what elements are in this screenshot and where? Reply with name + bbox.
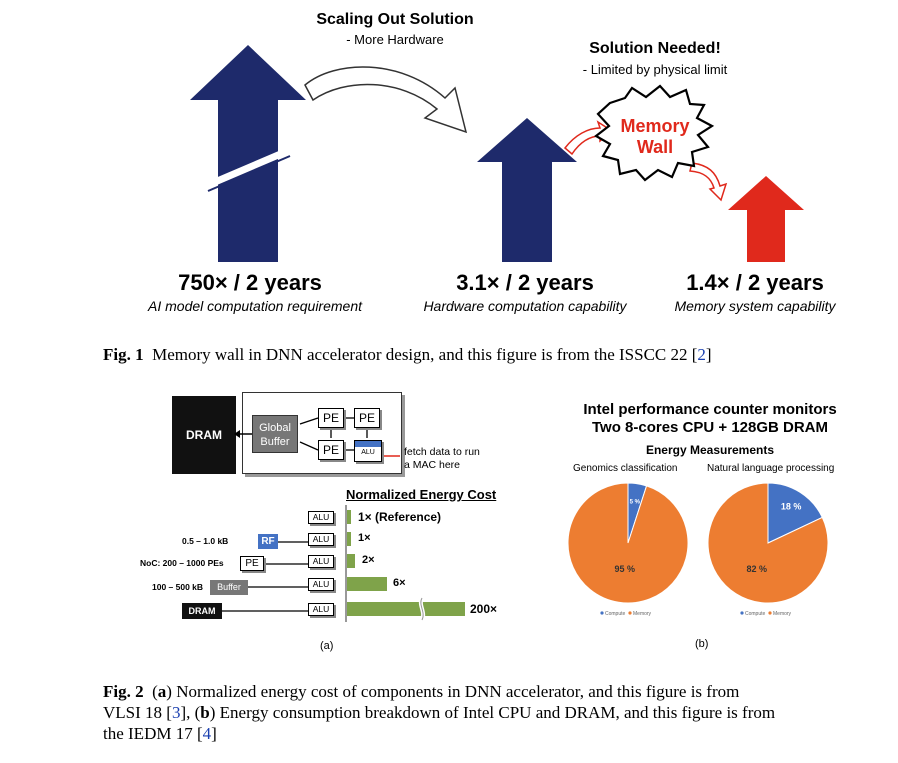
alu-box-3: ALU bbox=[308, 555, 334, 568]
memory-rate-caption: Memory system capability bbox=[674, 298, 836, 314]
reference-link-2[interactable]: 2 bbox=[697, 345, 706, 364]
memory-capability-arrow bbox=[728, 176, 804, 262]
figure-1-caption: Fig. 1 Memory wall in DNN accelerator de… bbox=[103, 345, 712, 364]
dram-block: DRAM bbox=[172, 396, 236, 474]
pie-1-legend-marker-memory bbox=[628, 611, 632, 615]
pie-1-label-compute: 5 % bbox=[630, 499, 641, 505]
chart-subtitle: Energy Measurements bbox=[645, 443, 775, 457]
alu-box-5: ALU bbox=[308, 603, 334, 616]
scaling-curved-arrow bbox=[304, 66, 468, 134]
pie-2-legend-marker-memory bbox=[768, 611, 772, 615]
pe-block-2: PE bbox=[354, 408, 380, 428]
alu-box-2: ALU bbox=[308, 533, 334, 546]
figure-2a: DRAM Global Buffer bbox=[140, 390, 530, 660]
pe-rf-strip bbox=[355, 441, 381, 447]
solution-needed-title: Solution Needed! bbox=[589, 40, 721, 57]
chart-title-1: Intel performance counter monitors bbox=[583, 401, 837, 418]
ai-rate-value: 750× / 2 years bbox=[178, 270, 322, 295]
energy-bar-reference bbox=[347, 510, 351, 524]
energy-value-pe: 2× bbox=[362, 554, 375, 566]
fetch-note: fetch data to run a MAC here bbox=[404, 446, 480, 471]
energy-value-buffer: 6× bbox=[393, 577, 406, 589]
pie-2-label-compute: 18 % bbox=[781, 502, 802, 512]
chart-title-2: Two 8-cores CPU + 128GB DRAM bbox=[591, 419, 829, 436]
pe-block-1: PE bbox=[318, 408, 344, 428]
solution-needed-subtitle: - Limited by physical limit bbox=[582, 62, 728, 77]
scaling-subtitle: - More Hardware bbox=[346, 32, 444, 47]
alu-box-4: ALU bbox=[308, 578, 334, 591]
pie-2-legend-marker-compute bbox=[740, 611, 744, 615]
ai-requirement-arrow bbox=[190, 45, 306, 262]
energy-value-dram: 200× bbox=[470, 602, 498, 616]
caption-2-line-2: VLSI 18 [3], (b) Energy consumption brea… bbox=[103, 703, 776, 722]
global-buffer-block: Global Buffer bbox=[252, 415, 298, 453]
pie-1-legend-compute: Compute bbox=[605, 611, 626, 617]
rf-tag: RF bbox=[258, 534, 278, 549]
memory-wall-label: Memory Wall bbox=[620, 116, 690, 157]
energy-value-rf: 1× bbox=[358, 532, 371, 544]
memory-wall-right-arrow bbox=[689, 162, 728, 202]
panel-label-a: (a) bbox=[320, 640, 334, 652]
caption-2-line-1: Fig. 2 (a) Normalized energy cost of com… bbox=[103, 682, 740, 701]
chip-box bbox=[242, 392, 402, 474]
alu-box-1: ALU bbox=[308, 511, 334, 524]
hardware-capability-arrow bbox=[477, 118, 577, 262]
pie-2-legend-memory: Memory bbox=[773, 611, 792, 617]
hardware-rate-value: 3.1× / 2 years bbox=[456, 270, 594, 295]
buffer-size-label: 100 – 500 kB bbox=[152, 582, 204, 592]
memory-wall-burst bbox=[594, 84, 715, 182]
pie-2-label-memory: 82 % bbox=[746, 564, 767, 574]
scaling-title: Scaling Out Solution bbox=[316, 11, 474, 28]
pie-2-slice-compute bbox=[767, 482, 823, 544]
caption-2-line-3: the IEDM 17 [4] bbox=[103, 724, 217, 743]
pe-block-3: PE bbox=[318, 440, 344, 460]
energy-bar-rf bbox=[347, 532, 351, 546]
pie-1-slice-memory bbox=[567, 482, 689, 604]
figure-1: Scaling Out Solution - More Hardware Sol… bbox=[0, 0, 898, 325]
reference-link-3[interactable]: 3 bbox=[171, 703, 181, 722]
memory-rate-value: 1.4× / 2 years bbox=[686, 270, 824, 295]
pe-tag: PE bbox=[240, 556, 264, 571]
rf-size-label: 0.5 – 1.0 kB bbox=[182, 536, 229, 546]
pie-1-title: Genomics classification bbox=[573, 463, 678, 474]
figure-1-graphics bbox=[190, 45, 804, 262]
energy-bar-dram bbox=[347, 602, 465, 616]
pie-1-label-memory: 95 % bbox=[614, 564, 635, 574]
ai-rate-caption: AI model computation requirement bbox=[148, 298, 362, 314]
pe-block-4: ALU bbox=[354, 440, 382, 462]
figure-2b: Intel performance counter monitors Two 8… bbox=[555, 395, 885, 660]
figure-2a-graphics bbox=[220, 417, 465, 622]
arrow-break-mark bbox=[206, 146, 292, 189]
dram-tag: DRAM bbox=[182, 603, 222, 619]
energy-bar-pe bbox=[347, 554, 355, 568]
panel-label-b: (b) bbox=[695, 638, 709, 650]
energy-value-reference: 1× (Reference) bbox=[358, 510, 442, 524]
pie-1-legend-marker-compute bbox=[600, 611, 604, 615]
reference-link-4[interactable]: 4 bbox=[202, 724, 212, 743]
energy-cost-title: Normalized Energy Cost bbox=[346, 487, 497, 502]
energy-bar-buffer bbox=[347, 577, 387, 591]
figure-2-caption: Fig. 2 (a) Normalized energy cost of com… bbox=[103, 681, 878, 744]
hardware-rate-caption: Hardware computation capability bbox=[423, 298, 627, 314]
pe-alu-label: ALU bbox=[361, 449, 375, 456]
noc-label: NoC: 200 – 1000 PEs bbox=[140, 558, 224, 568]
buffer-tag: Buffer bbox=[210, 580, 248, 595]
pie-2-slice-memory bbox=[707, 482, 829, 604]
pie-2-legend-compute: Compute bbox=[745, 611, 766, 617]
pie-2-title: Natural language processing bbox=[707, 463, 835, 474]
pie-1-legend-memory: Memory bbox=[633, 611, 652, 617]
pie-charts: 5 % 95 % Compute Memory 18 % 82 % Compute Memor… bbox=[567, 482, 829, 617]
